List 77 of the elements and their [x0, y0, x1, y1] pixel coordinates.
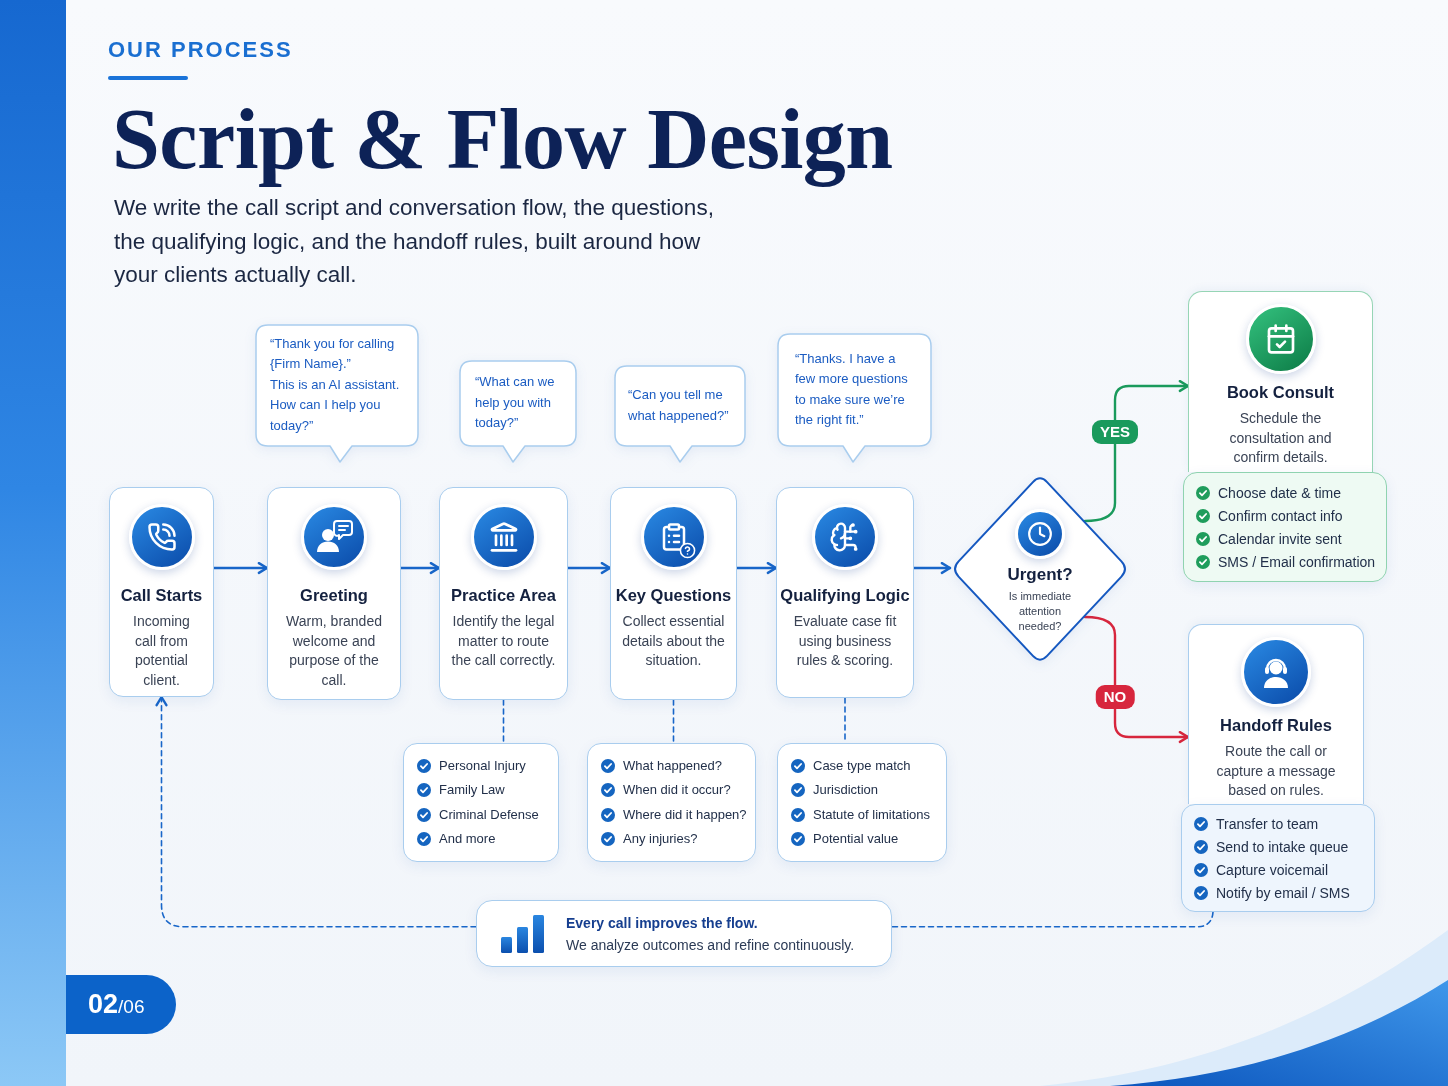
step-title: Book Consult [1226, 382, 1335, 403]
checklist-item: What happened? [623, 757, 723, 774]
step-title: Qualifying Logic [780, 585, 910, 606]
step-description: Schedule the consultation and confirm details. [1228, 409, 1333, 467]
section-kicker: OUR PROCESS [108, 37, 293, 63]
checklist-item: Any injuries? [623, 831, 698, 848]
speech-bubble [459, 360, 577, 463]
bubble-quote: “Thank you for calling {Firm Name}.” [270, 334, 396, 374]
arrow [735, 561, 778, 575]
arrow [566, 561, 612, 575]
step-card [1188, 624, 1364, 804]
bubble-quote: “What can we help you with today?” [475, 373, 556, 433]
step-title: Handoff Rules [1220, 715, 1332, 736]
decision-question: Is immediate attention needed? [1007, 589, 1073, 634]
bubble-quote: “Thanks. I have a few more questions to make sure we’re the right fit.” [795, 349, 909, 429]
checklist-item: Family Law [439, 782, 505, 799]
step-card [776, 487, 914, 698]
page-title: Script & Flow Design [112, 90, 893, 189]
feedback-text: We analyze outcomes and refine continuously. [566, 935, 855, 954]
checklist-item: Case type match [813, 757, 911, 774]
decision-title: Urgent? [1007, 565, 1073, 585]
edge-label: YES [1092, 419, 1138, 444]
checklist-item: Choose date & time [1218, 484, 1341, 501]
checklist-item: Personal Injury [439, 757, 526, 774]
arrow [212, 561, 269, 575]
checklist-item: SMS / Email confirmation [1218, 553, 1376, 570]
dashed-connector [891, 911, 1214, 928]
checklist-item: Send to intake queue [1216, 838, 1349, 855]
step-description: Incoming call from potential client. [132, 612, 191, 690]
feedback-heading: Every call improves the flow. [566, 913, 759, 932]
checklist-item: Statute of limitations [813, 806, 931, 823]
edge-label: NO [1095, 685, 1135, 710]
speech-bubble [777, 333, 932, 463]
checklist-item: Notify by email / SMS [1216, 884, 1350, 901]
checklist-item: Calendar invite sent [1218, 530, 1342, 547]
bubble-quote: This is an AI assistant. How can I help you today?” [270, 375, 401, 435]
step-title: Practice Area [451, 585, 556, 606]
step-description: Identify the legal matter to route the call correctly. [450, 612, 557, 670]
feedback-card [476, 900, 892, 967]
dashed-arrow [155, 695, 477, 928]
checklist-card [403, 743, 559, 862]
step-card [439, 487, 568, 700]
checklist-card [1183, 472, 1387, 582]
checklist-item: Where did it happen? [623, 806, 747, 823]
dashed-connector [672, 699, 675, 744]
speech-bubble [614, 365, 746, 463]
arrow [399, 561, 441, 575]
step-card [109, 487, 214, 697]
bubble-quote: “Can you tell me what happened?” [628, 386, 730, 425]
checklist-item: Jurisdiction [813, 782, 879, 799]
step-title: Key Questions [615, 585, 732, 606]
checklist-item: Capture voicemail [1216, 861, 1329, 878]
checklist-item: Confirm contact info [1218, 507, 1343, 524]
dashed-connector [502, 699, 505, 744]
arrow [1083, 379, 1190, 523]
step-title: Call Starts [120, 585, 203, 606]
step-description: Evaluate case fit using business rules & scoring. [792, 612, 898, 670]
checklist-card [777, 743, 947, 862]
intro-paragraph: We write the call script and conversation flow, the questions, the qualifying logic, and the handoff rules, built around how your clients actually call. [114, 194, 715, 289]
checklist-card [587, 743, 756, 862]
checklist-item: When did it occur? [623, 782, 731, 799]
checklist-item: Potential value [813, 831, 899, 848]
step-card [267, 487, 401, 700]
arrow [1083, 615, 1190, 744]
page-number-badge: 02/06 [66, 975, 176, 1034]
checklist-card [1181, 804, 1375, 912]
speech-bubble [255, 324, 419, 463]
checklist-item: And more [439, 831, 496, 848]
step-title: Greeting [300, 585, 368, 606]
step-card [1188, 291, 1373, 472]
step-description: Route the call or capture a message based on rules. [1215, 742, 1337, 800]
arrow [912, 561, 952, 575]
step-description: Collect essential details about the situation. [621, 612, 726, 670]
step-card [610, 487, 737, 700]
checklist-item: Transfer to team [1216, 815, 1319, 832]
checklist-item: Criminal Defense [439, 806, 539, 823]
step-description: Warm, branded welcome and purpose of the call. [285, 612, 383, 690]
